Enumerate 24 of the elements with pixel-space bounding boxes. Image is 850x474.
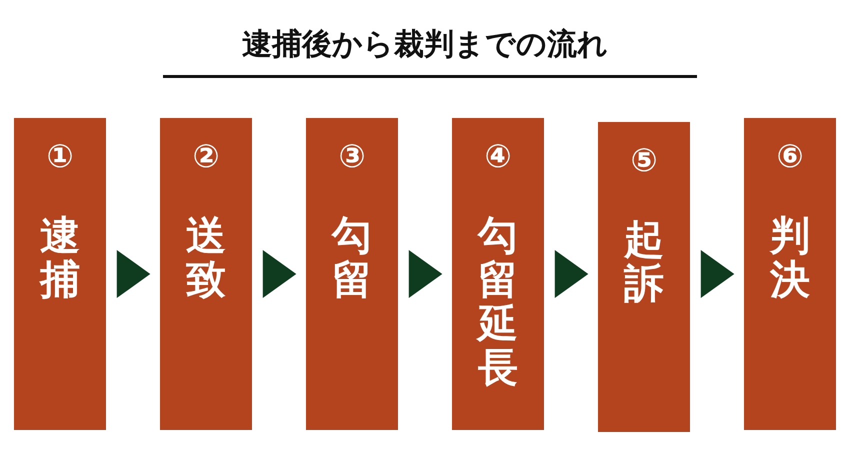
arrow xyxy=(116,250,150,298)
step-number: ⑤ xyxy=(629,142,659,178)
step-box xyxy=(306,118,398,430)
step-number: ⑥ xyxy=(775,138,805,174)
arrow xyxy=(700,250,734,298)
step-box xyxy=(598,122,690,432)
step-number: ② xyxy=(191,138,221,174)
step-label: 送致 xyxy=(186,214,226,302)
step-label: 判決 xyxy=(770,214,810,302)
arrow xyxy=(408,250,442,298)
step-box xyxy=(160,118,252,430)
step-label: 逮捕 xyxy=(40,214,80,302)
step-label: 起訴 xyxy=(624,218,664,306)
step-number: ④ xyxy=(483,138,513,174)
step-number: ① xyxy=(45,138,75,174)
arrow xyxy=(554,250,588,298)
step-box xyxy=(14,118,106,430)
step-box xyxy=(452,118,544,430)
arrow xyxy=(262,250,296,298)
diagram-title: 逮捕後から裁判までの流れ xyxy=(241,26,609,64)
step-box xyxy=(744,118,836,430)
step-label: 勾留 xyxy=(332,214,372,302)
step-number: ③ xyxy=(337,138,367,174)
step-label: 勾留延長 xyxy=(478,214,518,390)
